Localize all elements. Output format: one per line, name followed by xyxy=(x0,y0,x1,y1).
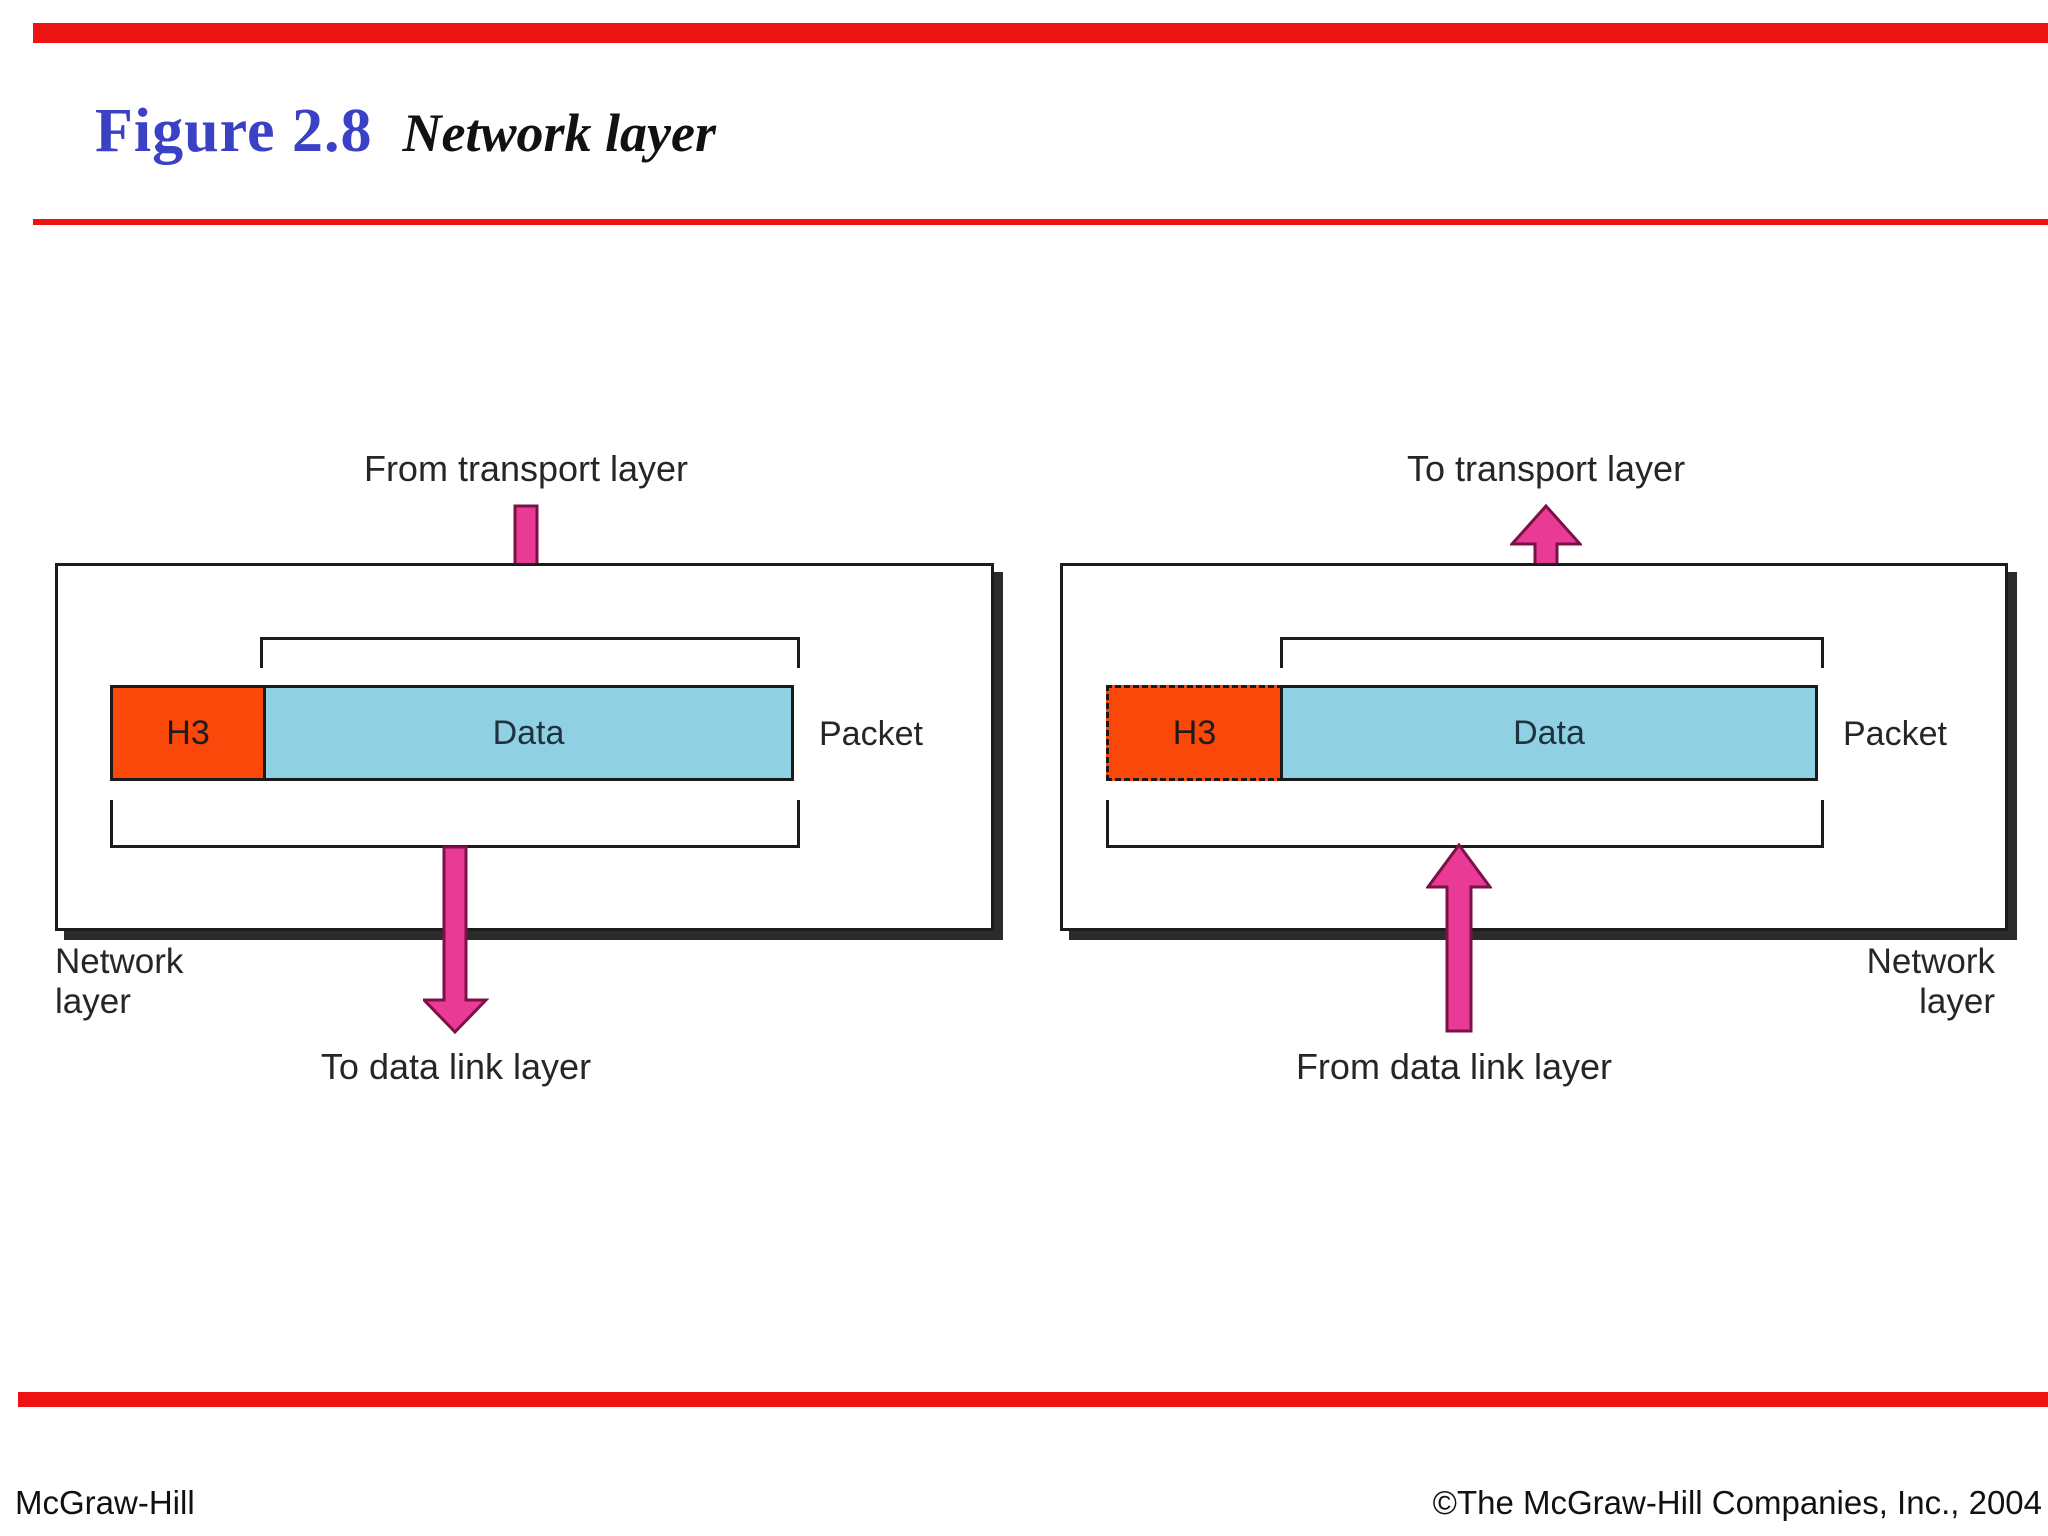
top-red-bar xyxy=(33,23,2048,43)
figure-number: Figure 2.8 xyxy=(95,97,373,165)
right-network-layer-label: Network layer xyxy=(1866,942,1995,1021)
left-network-layer-label: Network layer xyxy=(55,942,184,1021)
left-to-datalink-label: To data link layer xyxy=(320,1046,592,1087)
right-data-box: Data xyxy=(1280,685,1818,781)
slide-title: Figure 2.8 Network layer xyxy=(95,96,716,167)
publisher-name: McGraw-Hill xyxy=(15,1484,195,1521)
left-data-bracket xyxy=(260,637,800,668)
left-h3-header-box: H3 xyxy=(110,685,266,781)
figure-title: Network layer xyxy=(402,103,716,163)
right-packet-bracket xyxy=(1106,800,1824,848)
right-from-datalink-label: From data link layer xyxy=(1295,1046,1613,1087)
arrow-up-icon xyxy=(1426,843,1492,1033)
right-h3-label: H3 xyxy=(1172,713,1217,752)
right-packet-label: Packet xyxy=(1843,715,1947,753)
left-packet-label: Packet xyxy=(819,715,923,753)
left-data-box: Data xyxy=(263,685,794,781)
bottom-red-bar xyxy=(18,1392,2048,1407)
title-underline-rule xyxy=(33,219,2048,225)
left-packet-bracket xyxy=(110,800,800,848)
arrow-down-icon xyxy=(423,845,489,1035)
copyright-notice: ©The McGraw-Hill Companies, Inc., 2004 xyxy=(1432,1484,2042,1521)
right-to-transport-label: To transport layer xyxy=(1406,448,1686,489)
left-from-transport-label: From transport layer xyxy=(363,448,689,489)
right-data-label: Data xyxy=(1513,713,1585,752)
left-data-label: Data xyxy=(492,713,565,752)
right-h3-header-box-dashed: H3 xyxy=(1106,685,1283,781)
left-h3-label: H3 xyxy=(166,713,210,752)
right-data-bracket xyxy=(1280,637,1824,668)
